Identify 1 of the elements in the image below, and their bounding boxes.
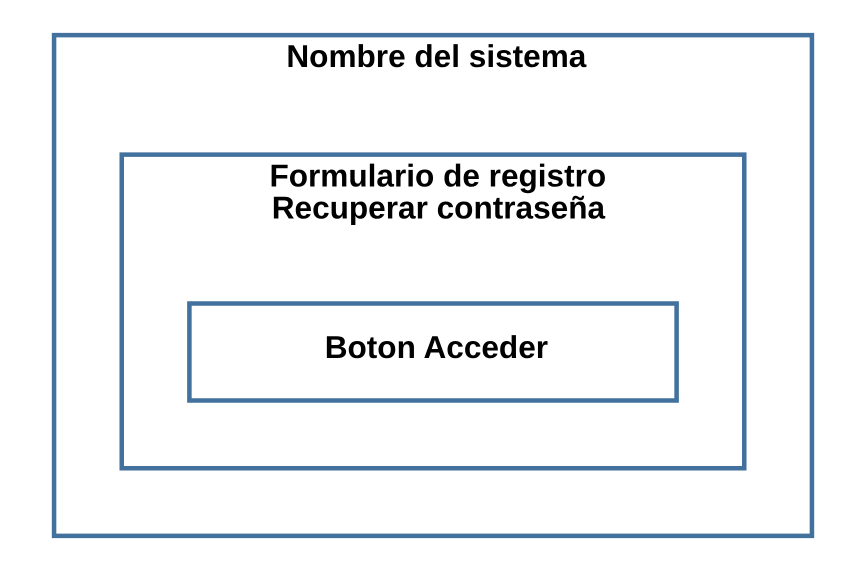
node-box: Boton Acceder <box>187 301 679 403</box>
